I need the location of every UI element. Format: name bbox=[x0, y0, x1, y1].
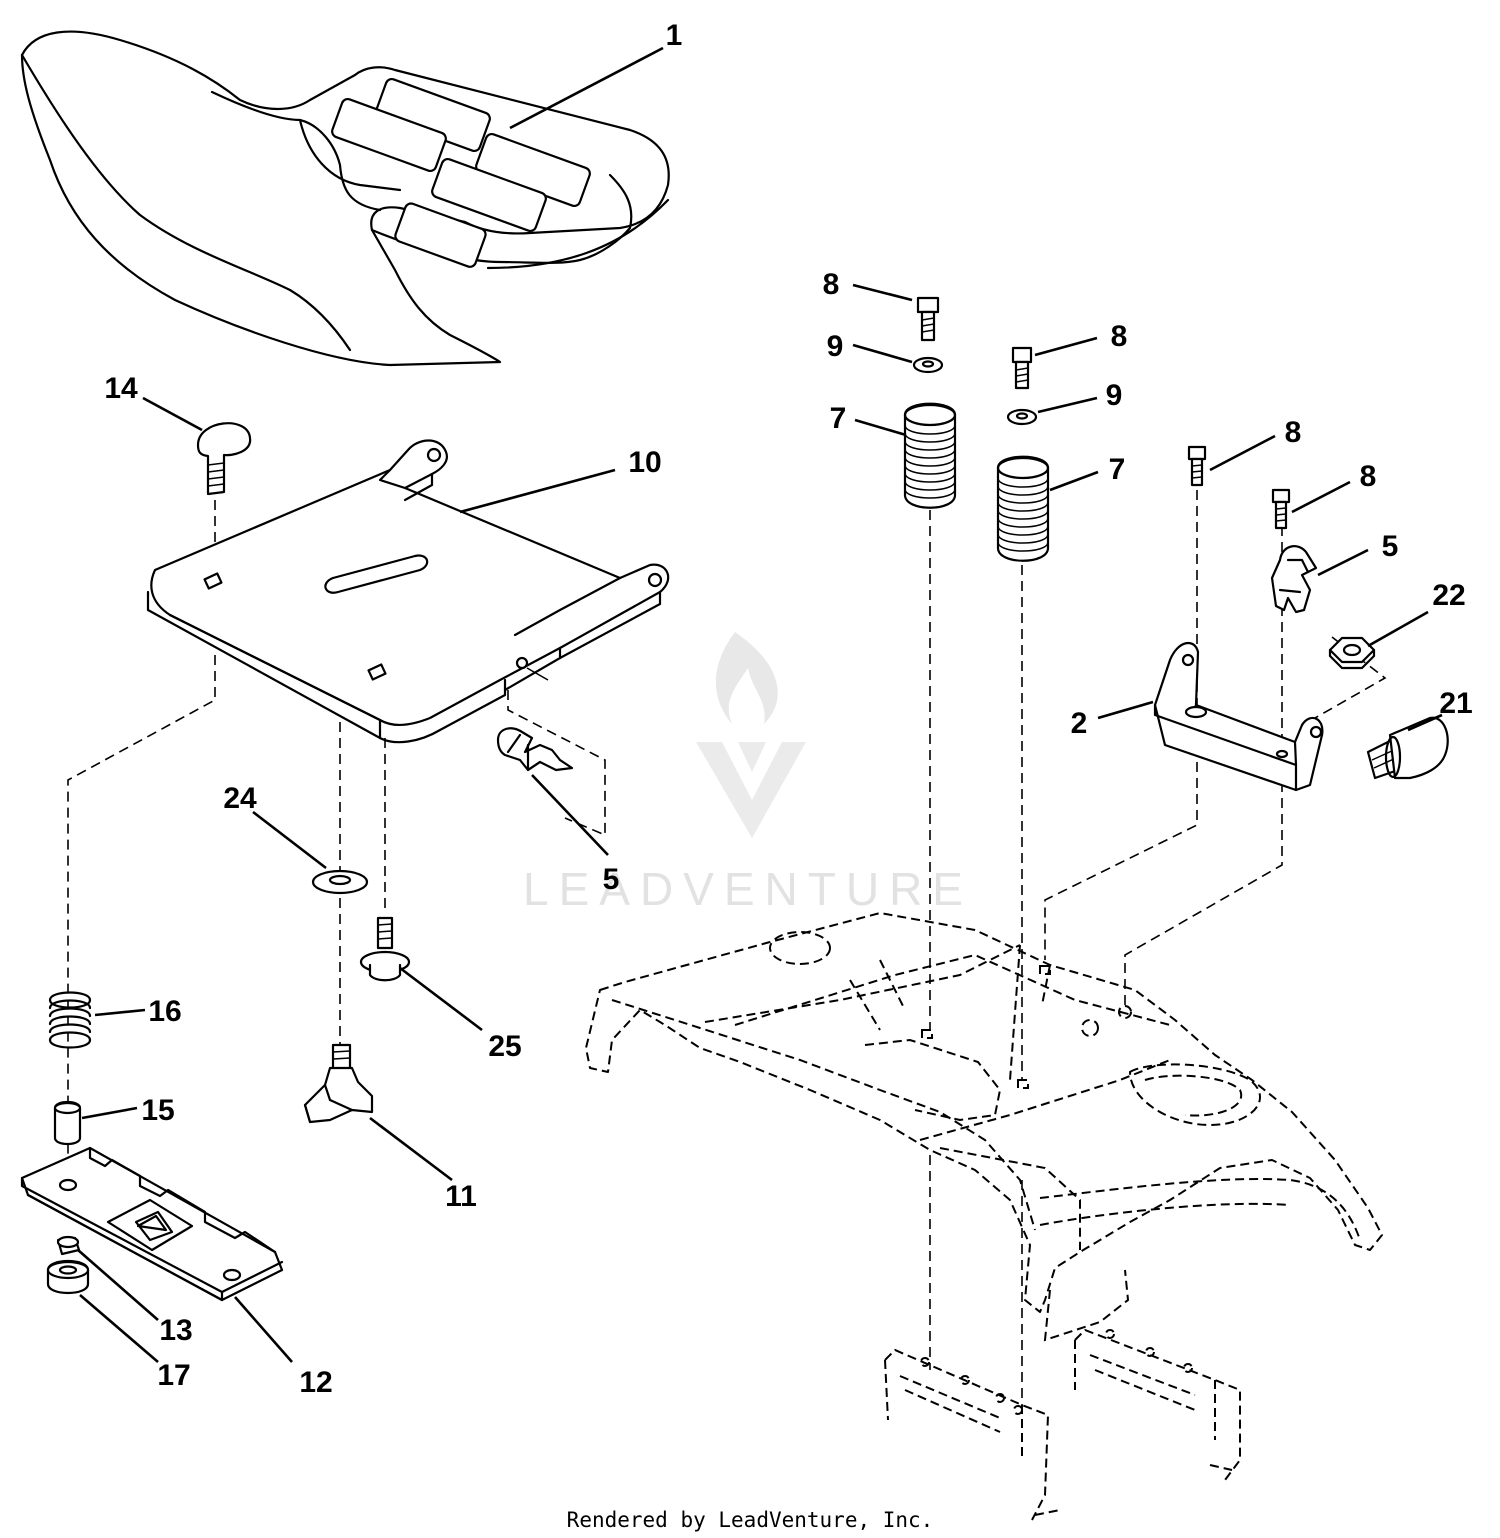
flange-nut bbox=[46, 1259, 159, 1363]
callout-15: 15 bbox=[141, 1094, 174, 1127]
cap-screw-8c bbox=[1187, 434, 1276, 487]
wire-clip-right bbox=[1270, 545, 1369, 614]
mounting-bracket bbox=[1097, 642, 1324, 792]
compression-spring bbox=[48, 991, 146, 1049]
spacer bbox=[53, 1100, 138, 1146]
callout-11: 11 bbox=[445, 1180, 477, 1213]
seat-bracket bbox=[20, 1146, 293, 1363]
callout-17: 17 bbox=[157, 1359, 190, 1392]
callout-9a: 9 bbox=[827, 330, 844, 363]
wing-knob bbox=[303, 1043, 453, 1182]
callout-8d: 8 bbox=[1360, 460, 1377, 493]
seat bbox=[20, 30, 670, 367]
hex-nut bbox=[1328, 610, 1429, 670]
lock-washer-9b bbox=[1006, 396, 1098, 426]
watermark-logo bbox=[696, 632, 806, 838]
tractor-frame bbox=[585, 912, 1383, 1521]
seat-spring-7a bbox=[854, 402, 957, 509]
callout-5b: 5 bbox=[603, 863, 620, 896]
callout-1: 1 bbox=[666, 19, 683, 52]
footer-credit: Rendered by LeadVenture, Inc. bbox=[567, 1508, 934, 1532]
callout-10: 10 bbox=[628, 446, 661, 479]
seat-spring-7b bbox=[996, 455, 1099, 562]
cap-screw-8a bbox=[852, 283, 940, 342]
lock-washer-9a bbox=[852, 343, 944, 374]
callout-5a: 5 bbox=[1382, 530, 1399, 563]
callout-21: 21 bbox=[1439, 687, 1472, 720]
callout-13: 13 bbox=[159, 1314, 192, 1347]
callout-7b: 7 bbox=[1109, 453, 1126, 486]
cap-screw-8d bbox=[1271, 480, 1351, 530]
watermark-text: LEADVENTURE bbox=[523, 863, 973, 915]
hex-nut-small bbox=[56, 1235, 159, 1321]
cap-screw-8b bbox=[1011, 336, 1098, 390]
callout-22: 22 bbox=[1432, 579, 1465, 612]
bracket-bolt bbox=[1366, 713, 1449, 780]
seat-pan bbox=[146, 439, 670, 744]
callout-8a: 8 bbox=[823, 268, 840, 301]
callout-8b: 8 bbox=[1111, 320, 1128, 353]
wire-clip-left bbox=[496, 727, 609, 856]
callout-8c: 8 bbox=[1285, 416, 1302, 449]
shoulder-bolt bbox=[359, 916, 483, 1032]
callout-2: 2 bbox=[1071, 707, 1088, 740]
callout-16: 16 bbox=[148, 995, 181, 1028]
carriage-bolt bbox=[142, 396, 252, 496]
callout-7a: 7 bbox=[830, 402, 847, 435]
callout-labels: 1 14 10 8 9 7 8 9 7 8 8 5 22 21 2 5 24 2… bbox=[104, 19, 1472, 1399]
flat-washer bbox=[252, 810, 369, 895]
callout-14: 14 bbox=[104, 372, 138, 405]
callout-9b: 9 bbox=[1106, 379, 1123, 412]
callout-24: 24 bbox=[223, 782, 257, 815]
callout-25: 25 bbox=[488, 1030, 521, 1063]
callout-12: 12 bbox=[299, 1366, 332, 1399]
